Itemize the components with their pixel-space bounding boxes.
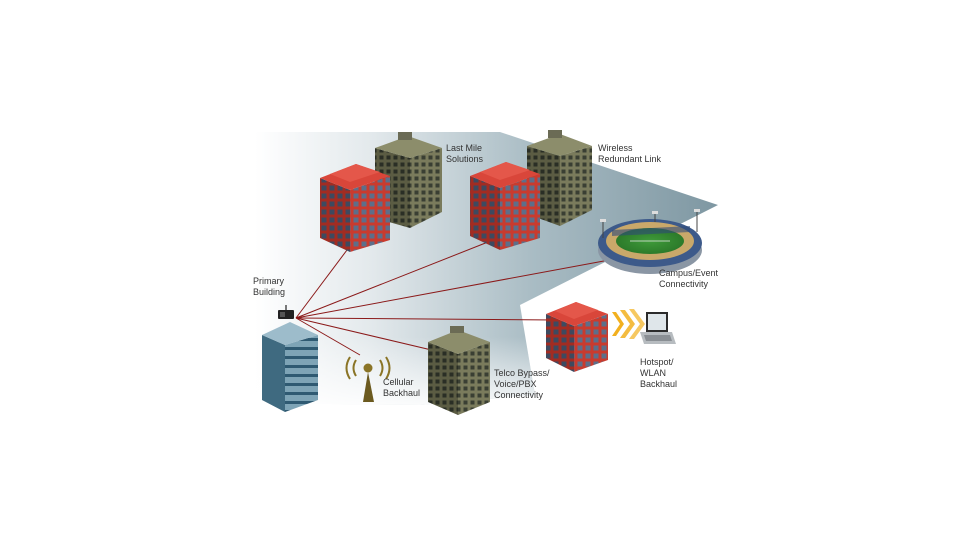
label-wireless-redundant: Wireless Redundant Link xyxy=(598,143,661,165)
label-cellular-backhaul: Cellular Backhaul xyxy=(383,377,420,399)
label-last-mile-line-2: Solutions xyxy=(446,154,484,164)
stadium-icon xyxy=(598,209,702,274)
label-telco-bypass: Telco Bypass/ Voice/PBX Connectivity xyxy=(494,368,550,401)
label-telco-bypass-line-2: Voice/PBX xyxy=(494,379,537,389)
laptop-icon xyxy=(640,312,676,344)
link-line-cellular xyxy=(295,317,361,356)
link-lines xyxy=(295,241,621,356)
link-line-redundant xyxy=(295,241,489,319)
cell-tower-icon xyxy=(345,356,391,402)
label-campus-event: Campus/Event Connectivity xyxy=(659,268,718,290)
link-line-hotspot xyxy=(295,317,556,321)
label-cellular-backhaul-line-2: Backhaul xyxy=(383,388,421,398)
label-primary-building-line-2: Building xyxy=(253,287,286,297)
label-hotspot-wlan-line-2: WLAN xyxy=(640,368,667,378)
label-telco-bypass-line-3: Connectivity xyxy=(494,390,544,400)
building-olive-2 xyxy=(527,130,592,226)
building-red-2 xyxy=(470,162,540,250)
label-cellular-backhaul-line-1: Cellular xyxy=(383,377,414,387)
label-hotspot-wlan-line-1: Hotspot/ xyxy=(640,357,674,367)
building-red-hotspot xyxy=(546,302,608,372)
label-last-mile-line-1: Last Mile xyxy=(446,143,483,153)
label-last-mile: Last Mile Solutions xyxy=(446,143,483,165)
wireless-signal-icon xyxy=(612,309,645,339)
primary-building xyxy=(262,305,318,412)
label-wireless-redundant-line-1: Wireless xyxy=(598,143,633,153)
label-hotspot-wlan: Hotspot/ WLAN Backhaul xyxy=(640,357,677,390)
building-olive-telco xyxy=(428,326,490,415)
label-primary-building-line-1: Primary xyxy=(253,276,284,286)
label-hotspot-wlan-line-3: Backhaul xyxy=(640,379,678,389)
label-campus-event-line-2: Connectivity xyxy=(659,279,709,289)
label-primary-building: Primary Building xyxy=(253,276,285,298)
link-line-telco xyxy=(295,317,441,353)
label-campus-event-line-1: Campus/Event xyxy=(659,268,719,278)
label-telco-bypass-line-1: Telco Bypass/ xyxy=(494,368,550,378)
link-line-last-mile xyxy=(295,245,351,319)
building-red-1 xyxy=(320,164,390,252)
label-wireless-redundant-line-2: Redundant Link xyxy=(598,154,662,164)
link-line-campus xyxy=(295,257,621,319)
